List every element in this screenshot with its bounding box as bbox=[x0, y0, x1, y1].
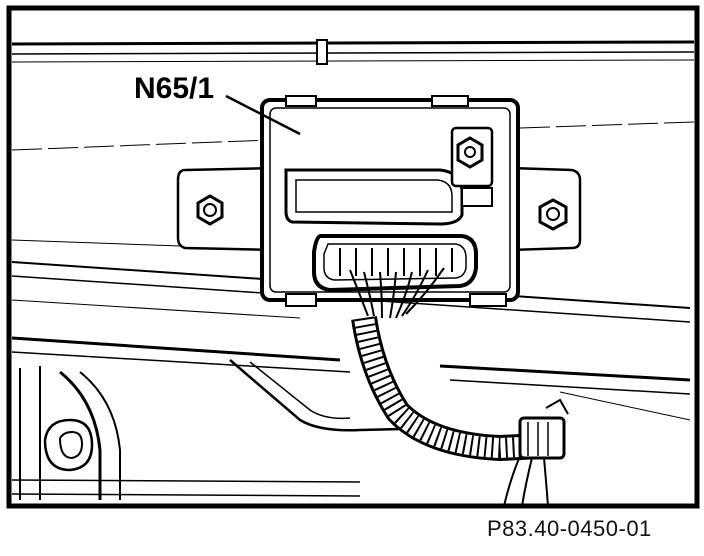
conduit-clip bbox=[518, 398, 569, 460]
corrugated-conduit bbox=[351, 315, 541, 462]
left-nut bbox=[196, 194, 224, 226]
label-leader-line bbox=[225, 94, 301, 136]
wire-bundle bbox=[349, 267, 445, 319]
lower-bracket bbox=[19, 359, 441, 500]
lower-wires bbox=[503, 455, 549, 507]
component-label: N65/1 bbox=[134, 72, 215, 105]
figure-reference-code: P83.40-0450-01 bbox=[487, 516, 652, 541]
wiring-connector bbox=[312, 234, 478, 293]
ground-bolt bbox=[450, 126, 494, 207]
right-nut bbox=[538, 198, 568, 231]
top-rail bbox=[11, 39, 695, 65]
